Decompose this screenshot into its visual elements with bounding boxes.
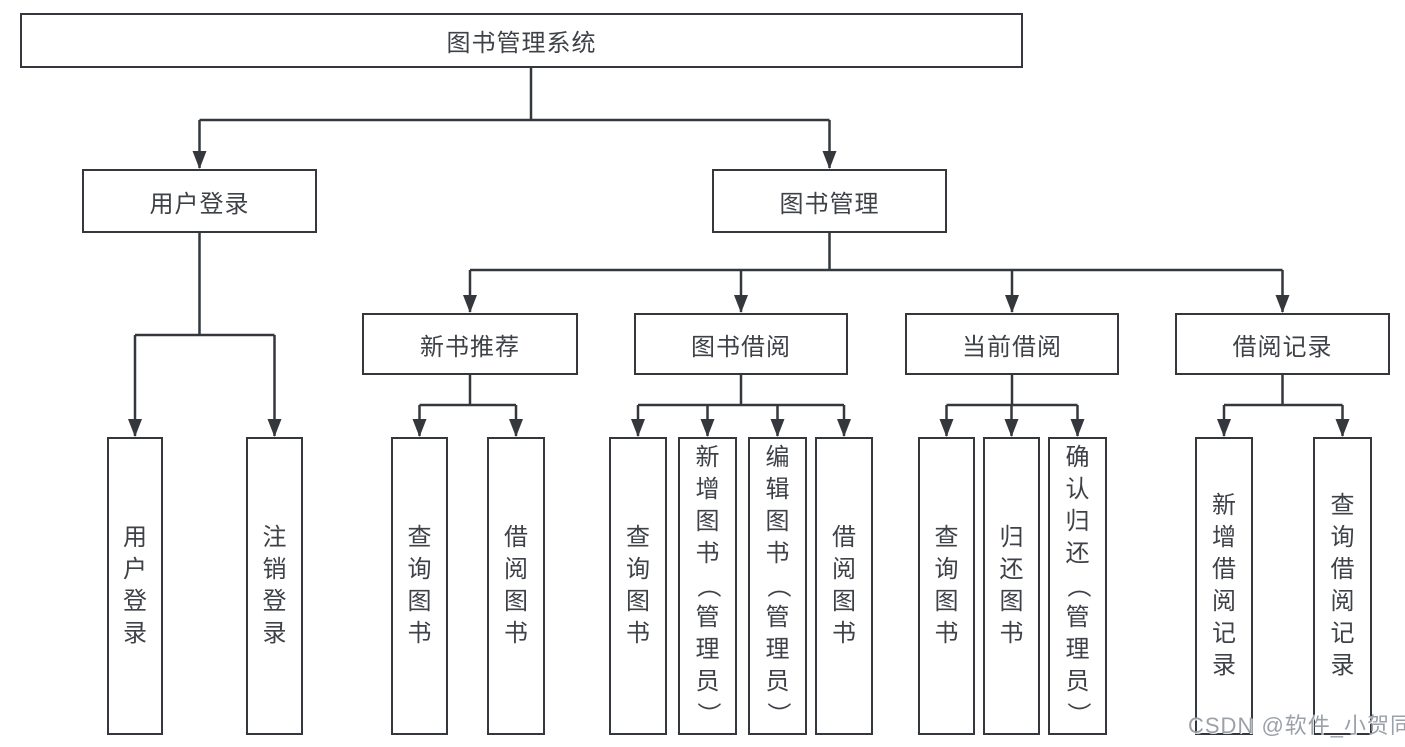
node-label-leaf-query-books-rec: 查询图书 — [407, 524, 432, 647]
node-label-root: 图书管理系统 — [446, 30, 597, 57]
node-label-leaf-logout: 注销登录 — [262, 524, 287, 647]
node-leaf-borrow-books-borrow: 借阅图书 — [815, 437, 873, 735]
node-label-new-book-rec: 新书推荐 — [420, 333, 520, 361]
node-label-leaf-borrow-books-rec: 借阅图书 — [504, 524, 528, 647]
node-label-leaf-return-books: 归还图书 — [999, 524, 1024, 647]
node-book-mgmt: 图书管理 — [712, 169, 947, 233]
node-current-borrowing: 当前借阅 — [905, 313, 1119, 375]
node-label-leaf-edit-books: 编辑图书（管理员） — [764, 444, 792, 726]
node-label-leaf-query-books-borrow: 查询图书 — [626, 524, 650, 647]
node-new-book-rec: 新书推荐 — [362, 313, 578, 375]
node-leaf-add-books: 新增图书（管理员） — [678, 437, 737, 735]
node-leaf-add-borrow-record: 新增借阅记录 — [1195, 437, 1253, 735]
node-label-book-mgmt: 图书管理 — [779, 190, 880, 218]
watermark: CSDN @软件_小贺同学 — [1188, 713, 1405, 738]
node-leaf-query-books-current: 查询图书 — [918, 437, 975, 735]
node-label-leaf-add-borrow-record: 新增借阅记录 — [1212, 492, 1236, 679]
node-user-login: 用户登录 — [82, 169, 317, 233]
node-borrow-records: 借阅记录 — [1175, 313, 1390, 375]
node-leaf-edit-books: 编辑图书（管理员） — [748, 437, 807, 735]
node-label-book-borrowing: 图书借阅 — [691, 333, 791, 361]
node-leaf-confirm-return: 确认归还（管理员） — [1048, 437, 1107, 735]
node-leaf-user-login: 用户登录 — [107, 437, 163, 735]
node-book-borrowing: 图书借阅 — [634, 313, 848, 375]
node-leaf-query-books-rec: 查询图书 — [391, 437, 448, 735]
node-label-leaf-user-login: 用户登录 — [123, 524, 147, 647]
node-label-leaf-query-books-current: 查询图书 — [934, 524, 959, 647]
node-label-user-login: 用户登录 — [149, 190, 250, 218]
node-leaf-query-borrow-record: 查询借阅记录 — [1313, 437, 1372, 735]
node-label-borrow-records: 借阅记录 — [1232, 333, 1333, 361]
node-label-leaf-confirm-return: 确认归还（管理员） — [1064, 444, 1092, 726]
node-leaf-query-books-borrow: 查询图书 — [609, 437, 667, 735]
node-label-leaf-borrow-books-borrow: 借阅图书 — [832, 524, 856, 647]
node-root: 图书管理系统 — [20, 13, 1023, 68]
node-leaf-borrow-books-rec: 借阅图书 — [487, 437, 545, 735]
node-label-current-borrowing: 当前借阅 — [962, 333, 1062, 361]
node-label-leaf-query-borrow-record: 查询借阅记录 — [1330, 492, 1355, 679]
node-label-leaf-add-books: 新增图书（管理员） — [694, 444, 722, 726]
node-leaf-logout: 注销登录 — [246, 437, 303, 735]
node-leaf-return-books: 归还图书 — [983, 437, 1040, 735]
